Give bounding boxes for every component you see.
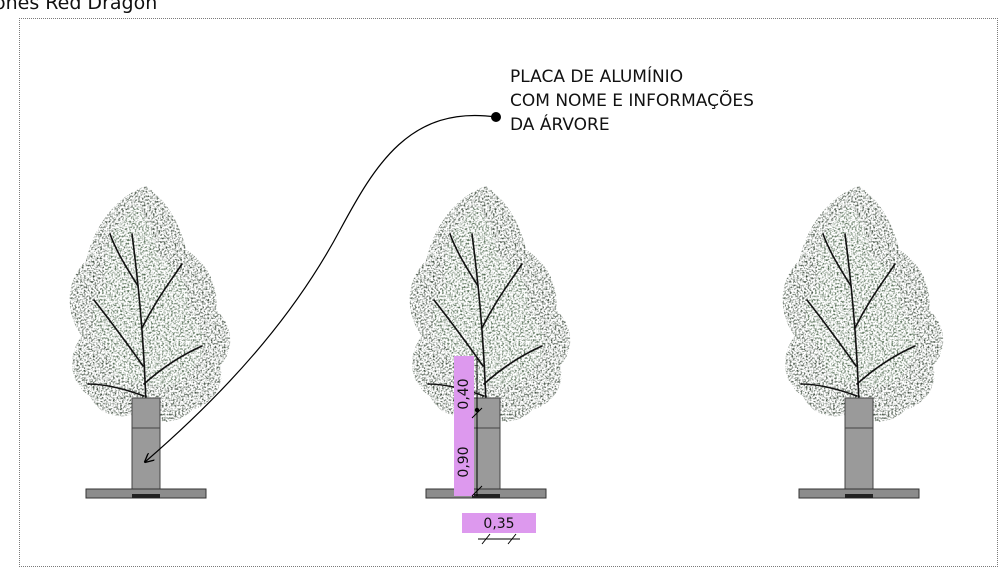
tree-elevation-left [70,186,230,498]
dimension-label-0-35: 0,35 [483,516,514,532]
width-dimension-band [462,513,536,533]
dimension-tick [507,533,517,545]
annotation-leader [145,112,501,462]
height-dimension-band [454,356,474,496]
dimension-tick [471,485,483,497]
dimension-tick [471,407,483,419]
tree-elevation-right [783,186,943,498]
dimension-width-group: 0,35 [462,513,536,545]
drawing-frame [19,18,998,567]
dimension-label-0-90: 0,90 [456,446,472,477]
annotation-line: DA ÁRVORE [510,115,610,135]
tree-elevation-center [410,186,570,498]
leader-line [145,114,497,462]
dimension-label-0-40: 0,40 [456,378,472,409]
annotation-line: COM NOME E INFORMAÇÕES [510,91,754,111]
dimension-point [474,407,480,413]
dimension-height-group: 0,40 0,90 [454,356,483,497]
annotation-line: PLACA DE ALUMÍNIO [510,67,684,87]
window-title: ones Red Dragon [0,0,158,14]
dimension-tick [481,533,491,545]
annotation-text: PLACA DE ALUMÍNIO COM NOME E INFORMAÇÕES… [510,65,754,137]
